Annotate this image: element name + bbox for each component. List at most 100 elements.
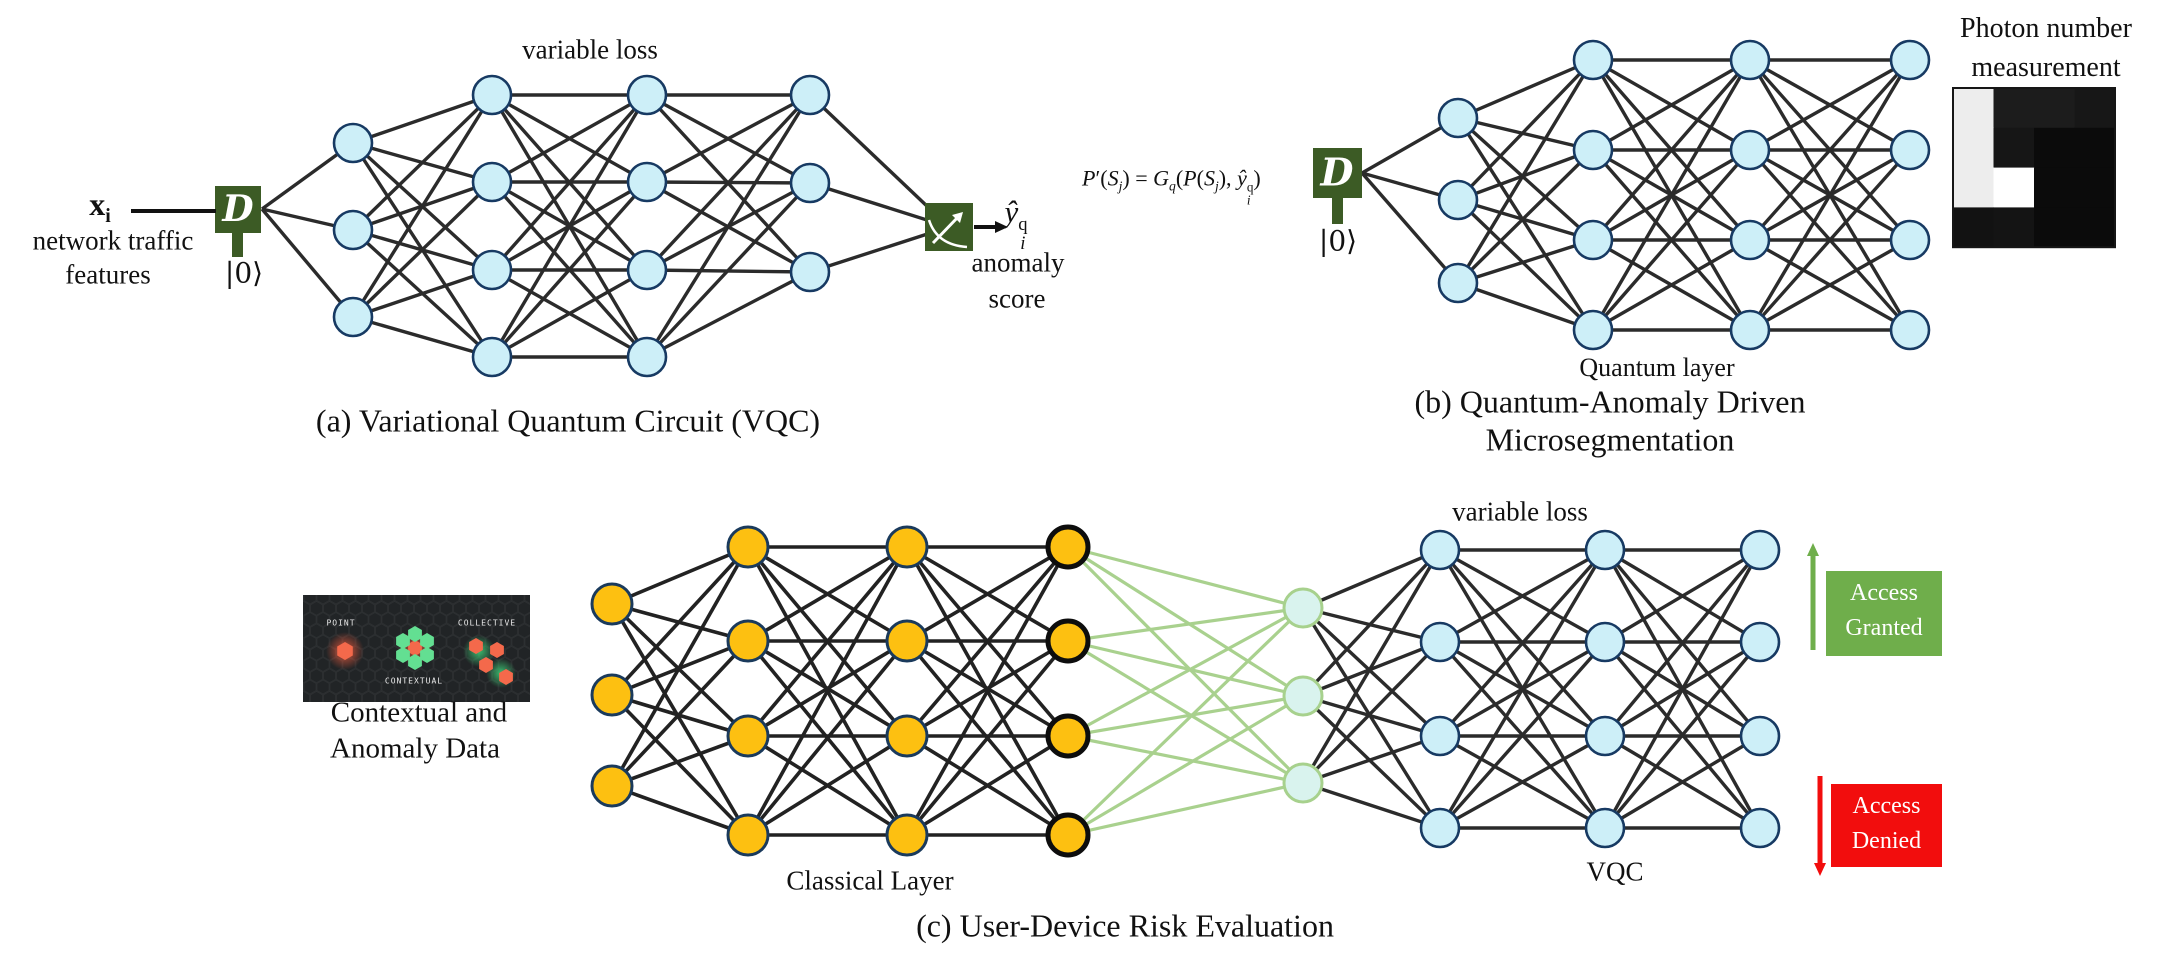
- network-edge: [645, 181, 812, 359]
- access-denied-box: Access Denied: [1831, 784, 1942, 867]
- network-edge: [1603, 640, 1762, 830]
- network-edge: [610, 639, 750, 788]
- hex-tile: [452, 668, 467, 684]
- network-edge: [1067, 694, 1304, 738]
- network-edge: [352, 315, 493, 359]
- hex-tile: [452, 600, 467, 616]
- hex-tile: [374, 623, 389, 639]
- network-node: [1045, 812, 1091, 858]
- access-denied-line2: Denied: [1851, 827, 1922, 854]
- encoder-stem-b: [1332, 198, 1343, 224]
- hex-tile: [309, 645, 324, 661]
- hex-tile: [387, 668, 402, 684]
- network-node: [1584, 621, 1626, 663]
- data-encoder-glyph-a: D: [222, 188, 254, 230]
- network-edge: [905, 546, 1070, 836]
- hex-tile: [504, 600, 519, 616]
- network-node: [471, 74, 513, 116]
- hex-tile: [531, 601, 543, 615]
- hex-tile: [361, 600, 376, 616]
- hex-tile: [413, 600, 428, 616]
- network-edges-classical-c: [610, 545, 1070, 837]
- network-edge: [646, 270, 811, 359]
- anomaly-hex: [408, 640, 422, 656]
- network-edge: [1591, 148, 1752, 332]
- network-node: [1889, 39, 1931, 81]
- hex-tile: [478, 690, 493, 702]
- hex-tile: [355, 679, 369, 695]
- hex-tile: [491, 600, 506, 616]
- network-edge: [610, 546, 750, 787]
- hex-tile: [361, 690, 376, 702]
- hex-tile: [491, 690, 506, 702]
- network-edge: [746, 546, 909, 836]
- hex-tile: [381, 611, 395, 628]
- hex-tile: [374, 600, 389, 616]
- hex-tile: [387, 690, 402, 702]
- network-node: [726, 619, 770, 663]
- hex-tile: [452, 690, 467, 702]
- network-edge: [1591, 58, 1752, 242]
- photon-cell: [2074, 127, 2116, 169]
- network-node: [1045, 524, 1091, 570]
- hex-tile: [452, 623, 467, 639]
- hex-tile: [517, 645, 530, 661]
- network-edges-vqc-c: [1301, 548, 1762, 830]
- hex-tile: [368, 611, 382, 628]
- network-edge: [1592, 58, 1751, 152]
- hex-tile: [355, 611, 369, 628]
- hex-tile: [504, 623, 519, 639]
- network-edges-qnn-b: [1360, 58, 1912, 332]
- qubit-ket-b: |0⟩: [1318, 224, 1358, 258]
- network-edge: [746, 545, 909, 738]
- hex-tile: [303, 623, 311, 639]
- hex-tile: [361, 668, 376, 684]
- network-edge: [1439, 734, 1606, 830]
- denied-arrow-head: [1814, 863, 1826, 876]
- hex-tile: [322, 623, 337, 639]
- access-granted-line2: Granted: [1845, 614, 1923, 641]
- hex-tile: [303, 690, 311, 702]
- anomaly-hex: [420, 633, 434, 649]
- hex-tile: [361, 645, 376, 661]
- hex-tile: [420, 595, 434, 605]
- network-node: [1572, 39, 1614, 81]
- hex-tile: [517, 668, 530, 684]
- network-node: [332, 209, 374, 251]
- network-edge: [1066, 545, 1305, 785]
- hex-tile: [374, 690, 389, 702]
- network-edge: [1456, 59, 1595, 284]
- data-encoder-glyph-b: D: [1320, 149, 1354, 195]
- encoder-box-a: [215, 186, 261, 233]
- hex-tile: [400, 668, 415, 684]
- caption-b-line1: (b) Quantum-Anomaly Driven: [1414, 383, 1806, 420]
- hex-tile: [517, 600, 530, 616]
- hex-tile: [342, 595, 356, 605]
- photon-cell: [2074, 207, 2116, 248]
- hex-tile: [459, 595, 473, 605]
- hex-tile: [316, 611, 330, 628]
- network-edge: [1301, 606, 1442, 738]
- vqc-label-c: VQC: [1586, 856, 1644, 887]
- photon-cell: [1953, 207, 1994, 248]
- anomaly-hex: [499, 669, 513, 685]
- hex-tile: [472, 595, 486, 605]
- hex-tile: [446, 595, 460, 605]
- hex-tile: [531, 646, 543, 660]
- hex-tile: [309, 701, 311, 702]
- photon-cell: [2074, 167, 2116, 208]
- hex-tile: [433, 656, 447, 673]
- network-edge: [491, 268, 648, 359]
- hex-tile: [465, 600, 480, 616]
- network-nodes-classical-c: [590, 524, 1091, 858]
- hex-tile: [446, 656, 460, 673]
- hex-tile: [368, 634, 382, 650]
- network-edge: [490, 180, 649, 359]
- photon-cell: [2034, 207, 2075, 248]
- hex-tile: [348, 668, 363, 684]
- network-edge: [1439, 548, 1606, 644]
- hex-tile: [303, 656, 317, 673]
- network-node: [1729, 309, 1771, 351]
- hex-tile: [491, 623, 506, 639]
- hex-caption-line2: Anomaly Data: [330, 732, 500, 765]
